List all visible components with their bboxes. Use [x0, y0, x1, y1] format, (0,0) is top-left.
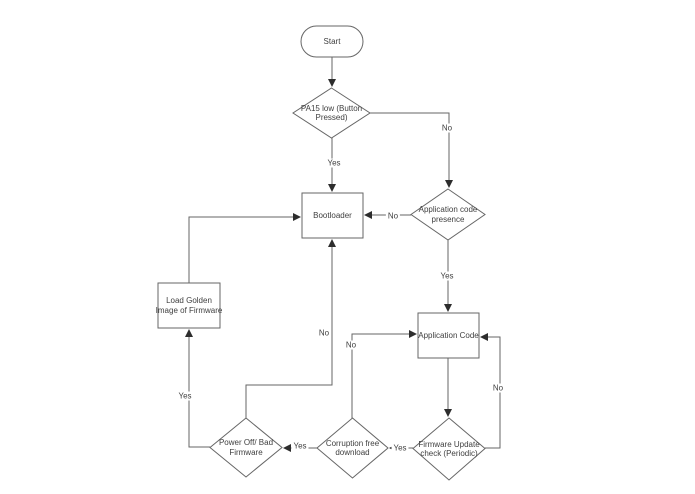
edge-pa15-no-to-presence	[370, 112, 453, 188]
edge-label-poweroff-no: No	[316, 328, 332, 338]
edge-golden-to-bootloader	[188, 213, 301, 283]
edge-label-presence-yes: Yes	[438, 271, 456, 281]
edge-corruption-no-to-appcode	[351, 330, 417, 418]
load-golden-image-process-shape	[157, 282, 221, 329]
pa15-decision-shape	[292, 87, 371, 139]
power-off-decision-shape	[209, 417, 283, 478]
corruption-free-decision-shape	[316, 417, 389, 479]
edge-label-fwcheck-no: No	[490, 383, 506, 393]
bootloader-process-shape	[301, 192, 364, 239]
firmware-update-check-decision-shape	[412, 417, 486, 481]
edge-label-fwcheck-yes: Yes	[391, 443, 409, 453]
edge-label-pa15-no: No	[439, 123, 455, 133]
application-code-process-shape	[417, 312, 480, 359]
edge-poweroff-yes-to-golden	[185, 329, 210, 448]
edge-fwcheck-no-to-appcode	[480, 333, 501, 449]
start-terminal-shape	[300, 25, 364, 58]
app-code-presence-decision-shape	[410, 188, 486, 241]
edge-label-poweroff-yes: Yes	[176, 391, 194, 401]
edge-label-presence-no: No	[385, 211, 401, 221]
edge-poweroff-no-to-bootloader	[245, 239, 336, 418]
edge-label-pa15-yes: Yes	[325, 158, 343, 168]
edge-label-corruption-no: No	[343, 340, 359, 350]
edge-label-corruption-yes: Yes	[291, 441, 309, 451]
